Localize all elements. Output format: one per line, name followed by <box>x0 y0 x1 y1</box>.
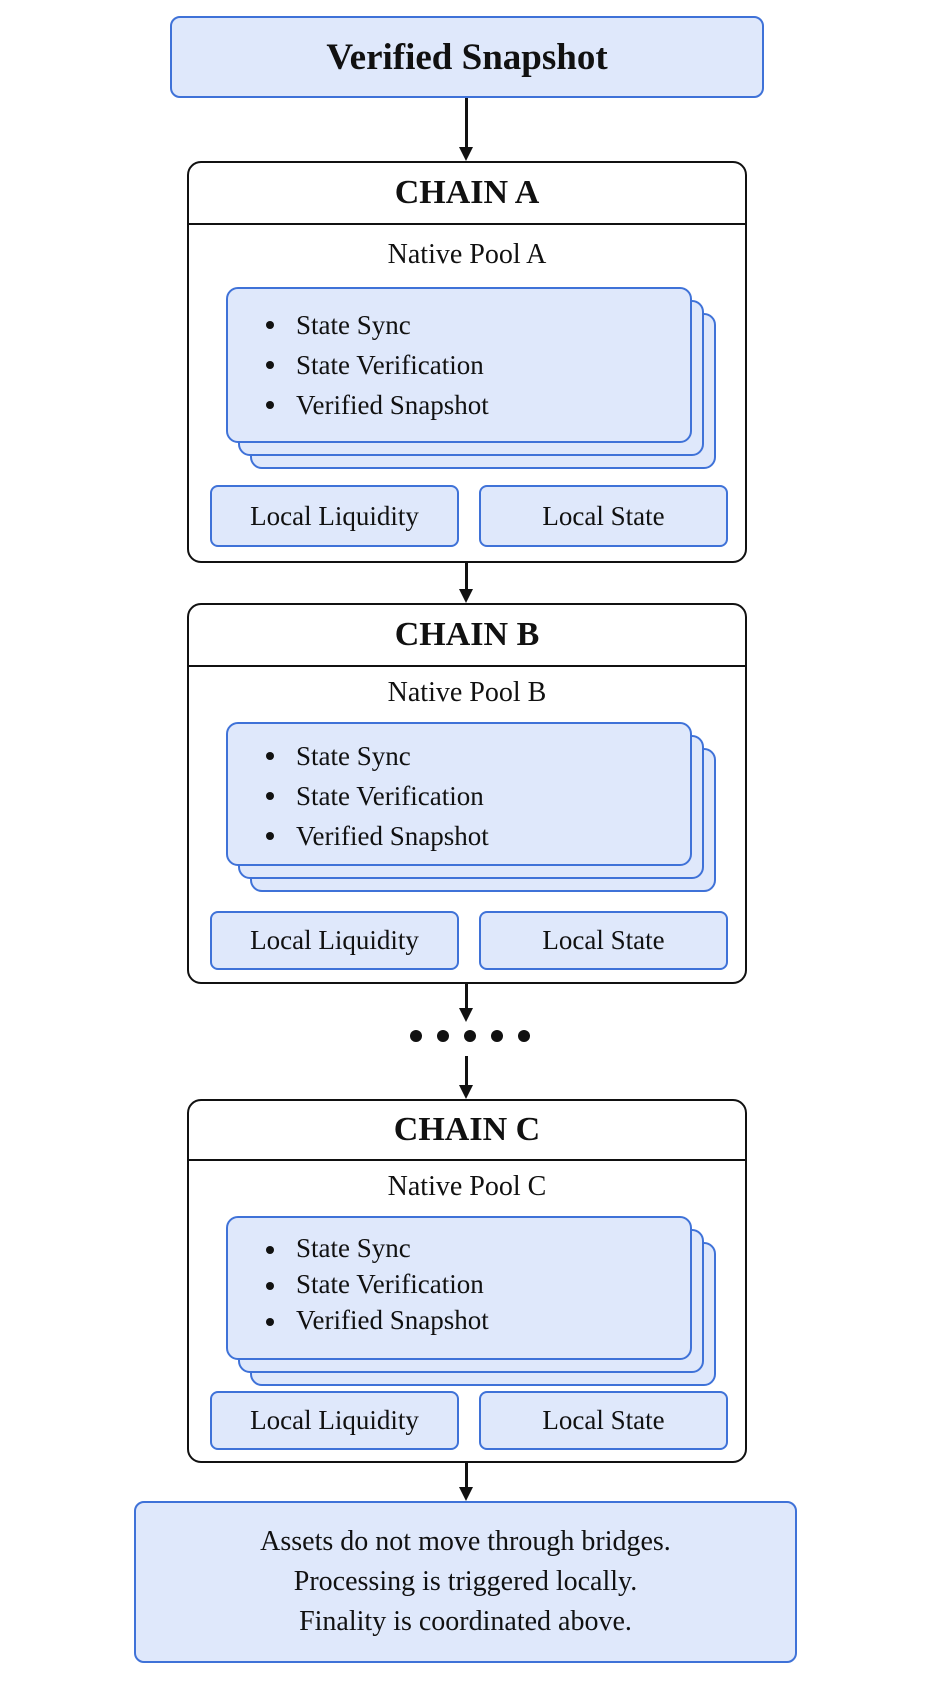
list-item: Verified Snapshot <box>266 1302 690 1338</box>
list-item: State Verification <box>266 1266 690 1302</box>
pool-title: Native Pool C <box>387 1171 547 1202</box>
list-item: State Sync <box>266 1230 690 1266</box>
chain-c-panel: CHAIN C Native Pool C State Sync State V… <box>187 1099 747 1463</box>
chain-title: CHAIN A <box>189 163 745 225</box>
list-item: State Sync <box>266 305 690 345</box>
summary-note-box: Assets do not move through bridges. Proc… <box>134 1501 797 1663</box>
verified-snapshot-title: Verified Snapshot <box>326 36 608 78</box>
pool-card: State Sync State Verification Verified S… <box>226 1216 692 1360</box>
process-list: State Sync State Verification Verified S… <box>228 1218 690 1338</box>
pool-card-stack: State Sync State Verification Verified S… <box>226 287 716 469</box>
pool-card-stack: State Sync State Verification Verified S… <box>226 1216 716 1396</box>
arrow-down-icon <box>459 984 473 1022</box>
process-list: State Sync State Verification Verified S… <box>228 724 690 856</box>
list-item: State Sync <box>266 736 690 776</box>
arrow-down-icon <box>459 1463 473 1501</box>
chain-a-panel: CHAIN A Native Pool A State Sync State V… <box>187 161 747 563</box>
pool-card: State Sync State Verification Verified S… <box>226 287 692 443</box>
local-liquidity-box: Local Liquidity <box>210 911 459 970</box>
local-state-box: Local State <box>479 911 728 970</box>
arrow-down-icon <box>459 563 473 603</box>
ellipsis-icon <box>410 1030 530 1046</box>
list-item: State Verification <box>266 345 690 385</box>
chain-b-panel: CHAIN B Native Pool B State Sync State V… <box>187 603 747 984</box>
pool-card-stack: State Sync State Verification Verified S… <box>226 722 716 902</box>
summary-line: Processing is triggered locally. <box>293 1566 638 1597</box>
process-list: State Sync State Verification Verified S… <box>228 289 690 425</box>
chain-title: CHAIN B <box>189 605 745 667</box>
list-item: State Verification <box>266 776 690 816</box>
arrow-down-icon <box>459 1056 473 1099</box>
pool-title: Native Pool B <box>387 677 547 708</box>
chain-title: CHAIN C <box>189 1101 745 1161</box>
local-liquidity-box: Local Liquidity <box>210 1391 459 1450</box>
summary-line: Assets do not move through bridges. <box>260 1526 671 1557</box>
local-state-box: Local State <box>479 1391 728 1450</box>
pool-title: Native Pool A <box>387 239 547 270</box>
verified-snapshot-box: Verified Snapshot <box>170 16 764 98</box>
local-liquidity-box: Local Liquidity <box>210 485 459 547</box>
list-item: Verified Snapshot <box>266 385 690 425</box>
pool-card: State Sync State Verification Verified S… <box>226 722 692 866</box>
local-state-box: Local State <box>479 485 728 547</box>
list-item: Verified Snapshot <box>266 816 690 856</box>
arrow-down-icon <box>459 98 473 161</box>
summary-line: Finality is coordinated above. <box>299 1606 632 1637</box>
